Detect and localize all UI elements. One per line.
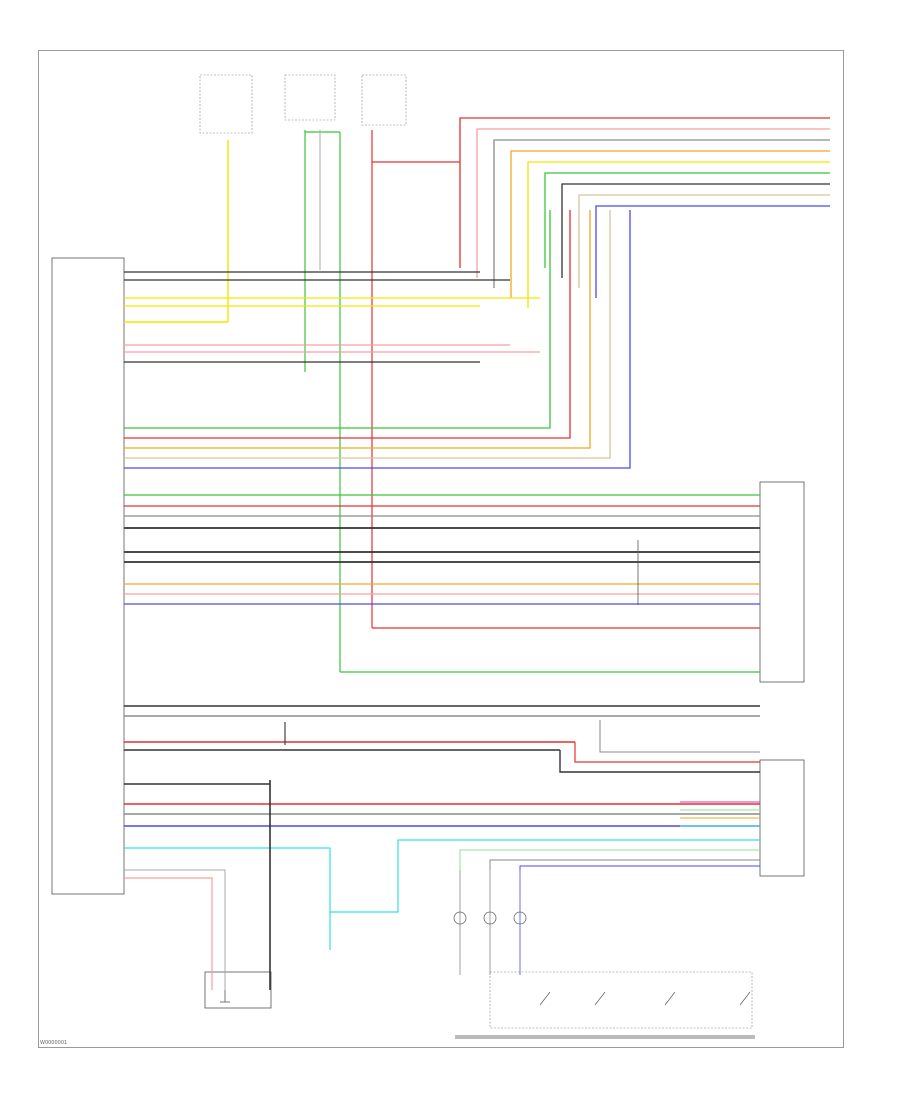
fuse-box-1 [199, 74, 253, 134]
top-wire-bundle [459, 117, 830, 308]
wire-top-yellow [527, 161, 830, 308]
switch-contacts [539, 991, 751, 1006]
diagram-code: W0000001 [40, 1040, 68, 1046]
wire-top-tan [578, 194, 830, 288]
wire-cyan [124, 839, 760, 913]
diagram-frame [38, 50, 844, 1048]
wire-top-gray [493, 139, 830, 288]
wire-top-blue [595, 205, 830, 298]
wire-rear-speaker-3 [124, 210, 591, 449]
wire-rear-speaker-2 [124, 210, 571, 439]
wire-top-orange [510, 150, 830, 298]
wire-rear-speaker-1 [124, 210, 551, 429]
steering-switch-box [489, 971, 753, 1029]
speaker-lines [124, 210, 631, 469]
wire-steering-3 [519, 865, 760, 870]
antenna-box [204, 971, 272, 1009]
fuse-box-3 [361, 74, 407, 126]
wire-top-pink [476, 128, 830, 278]
wire-steering-1 [459, 849, 760, 870]
switch-lamp-3 [513, 911, 527, 925]
bottom-bar [455, 1035, 755, 1039]
wire-rear-speaker-5 [124, 210, 631, 469]
wire-top-green [544, 172, 830, 268]
bluetooth-unit-box [759, 759, 805, 877]
wire-rear-speaker-4 [124, 210, 611, 459]
audio-unit-box [51, 257, 125, 895]
wire-top-black [561, 183, 830, 278]
main-bus [124, 494, 760, 605]
remote-bus [124, 705, 760, 827]
wire-pink-antenna [124, 877, 213, 990]
antenna-icon [220, 990, 230, 1003]
satellite-module-box [759, 481, 805, 683]
fuse-box-2 [284, 74, 336, 121]
switch-lamp-2 [483, 911, 497, 925]
switch-lamp-1 [453, 911, 467, 925]
wire-gray-antenna [124, 869, 226, 990]
wire-top-red [459, 117, 830, 268]
wire-steering-2 [489, 859, 760, 870]
